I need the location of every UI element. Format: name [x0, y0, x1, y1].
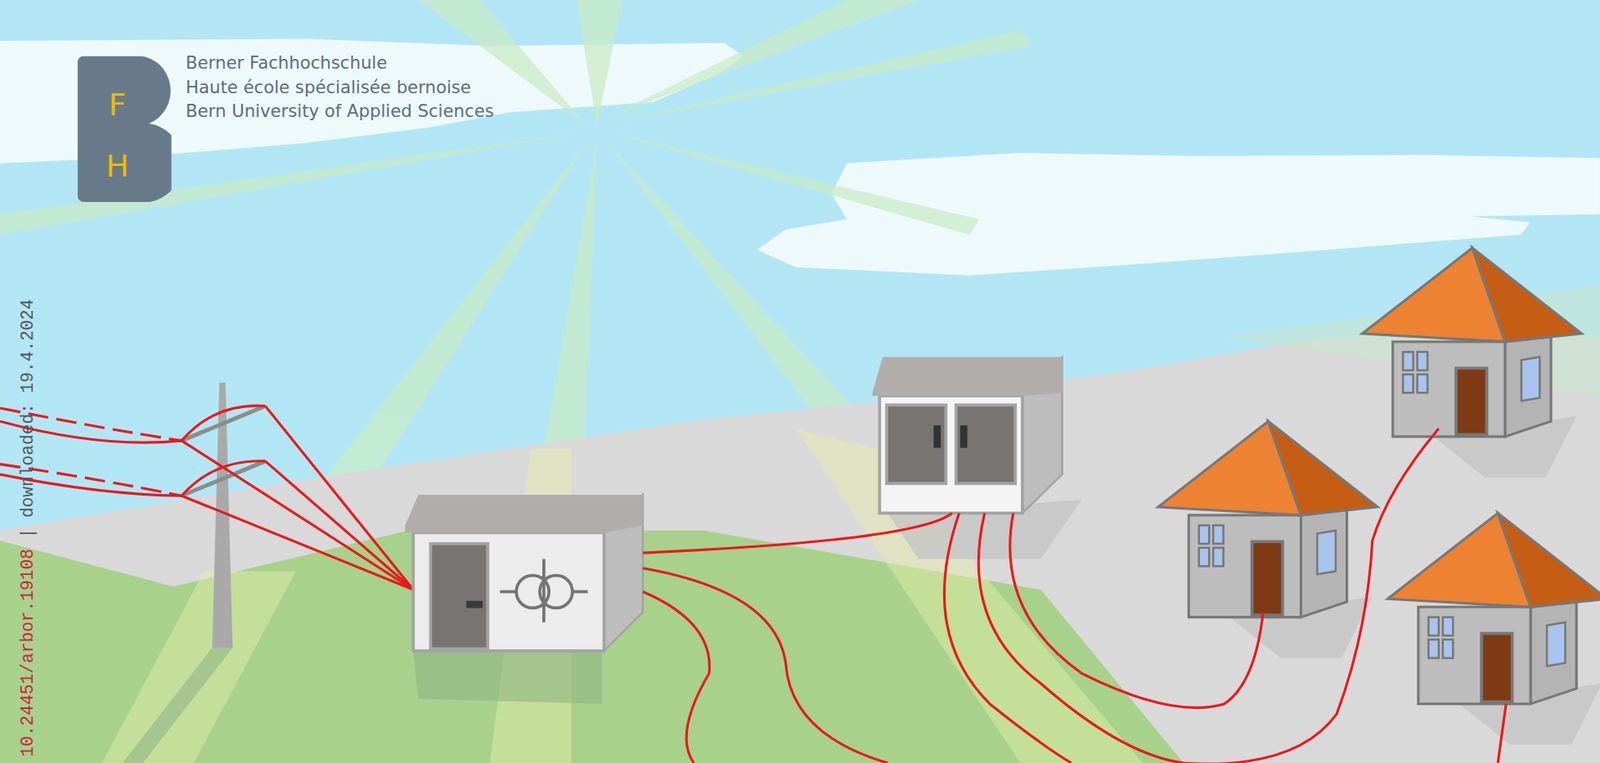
doi-watermark: 10.24451/arbor.19108 [17, 548, 38, 758]
logo-block: F H [77, 56, 172, 203]
download-watermark: | downloaded: 19.4.2024 [17, 299, 38, 540]
institution-name: Berner Fachhochschule [185, 52, 387, 73]
institution-name: Bern University of Applied Sciences [185, 100, 495, 122]
watermark-column: 10.24451/arbor.19108 | downloaded: 19.4.2… [17, 288, 40, 757]
house [1387, 512, 1600, 745]
house [1158, 421, 1378, 658]
institution-name: Haute école spécialisée bernoise [185, 76, 472, 98]
house [1361, 247, 1582, 478]
logo-letters: F H [97, 74, 139, 198]
